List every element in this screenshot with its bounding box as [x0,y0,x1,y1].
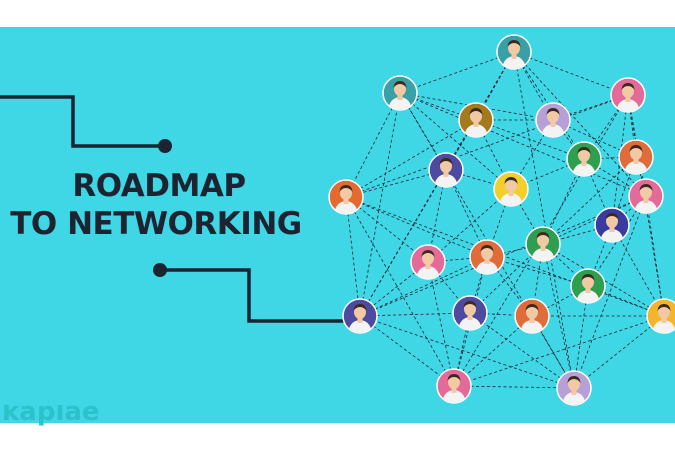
connection-line [542,243,665,317]
person-avatar-icon [436,368,472,404]
connection-line [345,196,488,258]
connection-line [427,261,455,387]
person-avatar-icon [458,102,494,138]
connection-line [486,243,544,258]
connection-line [359,256,488,317]
connection-line [513,51,585,160]
person-avatar-icon [496,34,532,70]
connection-line [359,92,401,317]
top-roadmap-line [0,95,165,148]
person-avatar-icon [342,298,378,334]
person-avatar-icon [382,75,418,111]
person-avatar-icon [535,102,571,138]
person-avatar-icon [566,141,602,177]
connection-line [453,315,665,387]
brand-logo-text: kaplaez [2,405,100,427]
brand-logo: kaplaez [0,405,100,433]
bottom-roadmap-line [160,268,360,323]
title-line-2: TO NETWORKING [10,206,302,242]
hero-banner [0,27,675,423]
connection-line [345,196,361,317]
person-avatar-icon [452,295,488,331]
person-avatar-icon [514,298,550,334]
connection-line [359,51,515,317]
person-avatar-icon [556,370,592,406]
connection-line [427,256,488,263]
connection-line [453,94,629,387]
connection-line [453,385,575,389]
connection-line [399,51,515,94]
person-avatar-icon [410,244,446,280]
connection-line [587,195,647,287]
connection-line [645,195,665,317]
connection-line [445,119,477,171]
connection-line [399,92,647,197]
connection-line [427,188,512,263]
connection-line [469,312,575,389]
person-avatar-icon [493,171,529,207]
person-avatar-icon [646,298,675,334]
connection-line [359,315,575,389]
connection-line [359,312,471,317]
person-avatar-icon [594,207,630,243]
connection-line [542,195,647,245]
person-avatar-icon [525,226,561,262]
person-avatar-icon [570,268,606,304]
top-roadmap-dot [158,139,172,153]
person-avatar-icon [610,77,646,113]
connection-line [542,243,575,389]
connection-line [399,92,512,190]
person-avatar-icon [428,152,464,188]
connection-line [573,315,665,389]
page-title: ROADMAP TO NETWORKING [0,167,312,243]
person-avatar-icon [618,139,654,175]
title-line-1: ROADMAP [72,168,246,204]
person-avatar-icon [328,179,364,215]
connection-line [513,51,575,389]
connection-line [542,156,637,245]
connection-line [513,51,629,96]
person-avatar-icon [469,239,505,275]
person-avatar-icon [628,178,664,214]
connection-line [345,196,665,317]
connection-line [345,196,455,387]
connection-line [469,256,488,314]
connection-line [345,94,629,198]
connection-line [573,195,647,389]
bottom-roadmap-dot [153,263,167,277]
connection-line [552,119,637,158]
